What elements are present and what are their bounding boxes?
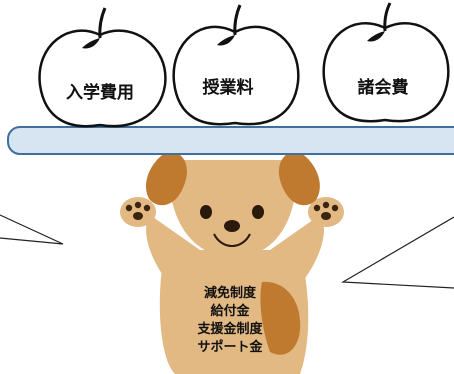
dog-body-text-line: サポート金 — [197, 340, 263, 355]
dog-body-text-line: 給付金 — [210, 304, 250, 319]
speech-bubble-left — [0, 214, 64, 245]
apple-label-tuition: 授業料 — [202, 78, 254, 98]
apple-2 — [172, 4, 300, 126]
right-paw — [308, 197, 344, 227]
speech-bubble-right — [340, 216, 454, 289]
tray — [7, 126, 454, 155]
dog-body-text-line: 支援金制度 — [197, 322, 263, 337]
apple-label-misc-fees: 諸会費 — [357, 78, 409, 98]
apple-1 — [38, 7, 167, 128]
dog-body-text-line: 減免制度 — [203, 286, 256, 301]
dog-character — [120, 150, 344, 374]
left-paw — [120, 197, 156, 227]
apple-3 — [322, 2, 450, 123]
apple-label-entrance-fee: 入学費用 — [66, 83, 134, 103]
